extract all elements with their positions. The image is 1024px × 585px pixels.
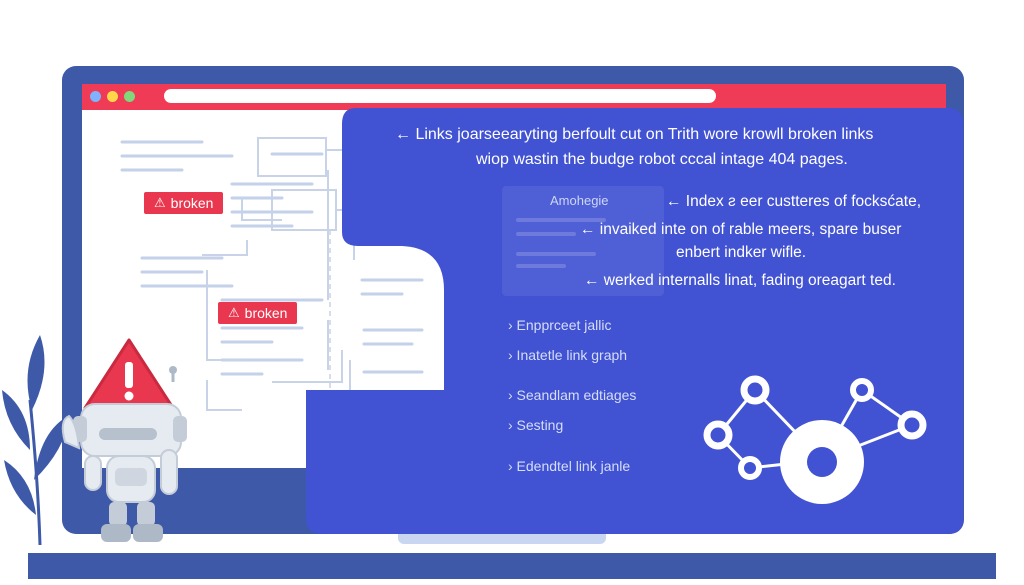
annotation-3: enbert indker wifle. [676,244,807,261]
broken-label: broken [244,305,288,321]
panel-heading-line-2: wiop wastin the budge robot cccal intage… [476,151,848,168]
address-bar[interactable] [164,89,716,103]
annotation-2: ← invaiked inte on of rable meers, spare… [580,221,902,238]
menu-item[interactable]: › Edendtel link janle [508,458,631,474]
broken-link-badge[interactable]: ⚠ broken [218,302,298,324]
menu-item[interactable]: › Inatetle link graph [508,347,628,363]
ghost-line [516,264,566,268]
panel-heading-line-1: ← Links joarseearyting berfoult cut on T… [395,126,874,143]
plant-leaves-icon [2,335,70,545]
broken-label: broken [170,195,214,211]
ghost-line [516,218,606,222]
window-dot-icon[interactable] [107,91,118,102]
menu-item[interactable]: › Sesting [508,417,564,433]
ghost-line [516,232,576,236]
desk-surface [28,553,996,579]
ghost-card [502,186,664,296]
menu-item[interactable]: › Seandlam edtiages [508,387,637,403]
window-dot-icon[interactable] [90,91,101,102]
annotation-4: ← werked internalls linat, fading oreaga… [584,272,896,289]
menu-item[interactable]: › Enpprceet jallic [508,317,612,333]
network-graph-icon [703,375,927,504]
ghost-line [516,252,596,256]
browser-title-bar [82,84,946,110]
annotation-1: ← Index ƨ eer custteres of focksćate, [666,193,922,210]
warning-icon: ⚠ [154,195,166,210]
ghost-card-title: Amohegie [550,193,609,208]
window-dot-icon[interactable] [124,91,135,102]
warning-icon: ⚠ [228,305,240,320]
broken-link-badge[interactable]: ⚠ broken [144,192,224,214]
robot-icon [61,338,187,542]
